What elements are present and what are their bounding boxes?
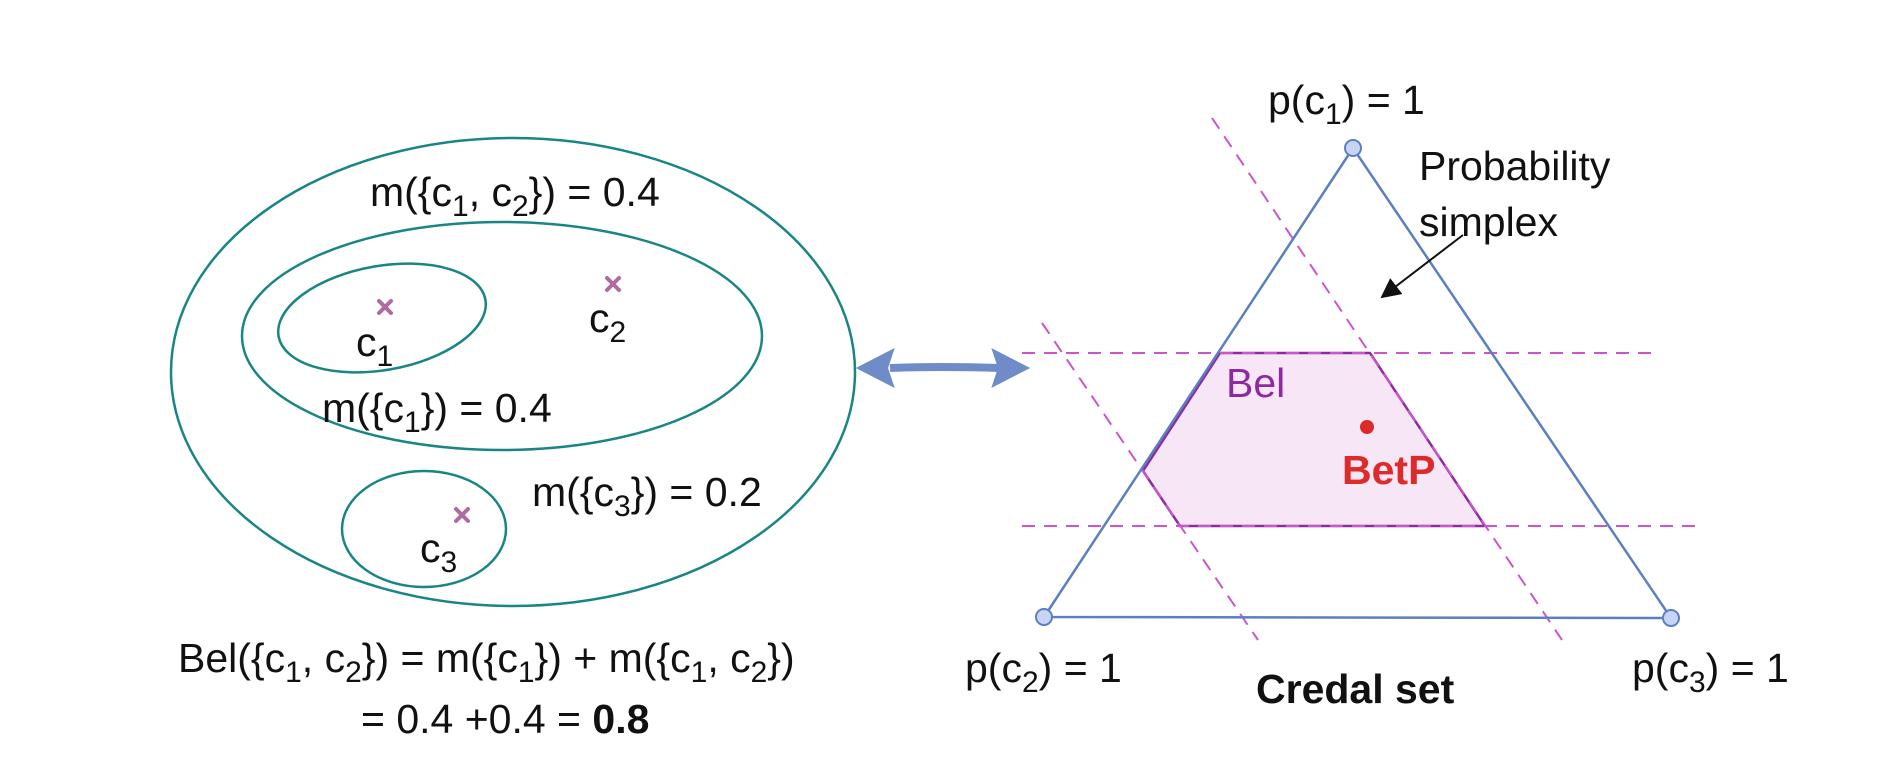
mass-c1-c2-label: m({c1, c2}) = 0.4 xyxy=(370,169,660,223)
credal-set-label: Credal set xyxy=(1256,666,1455,712)
c1-marker xyxy=(377,299,393,315)
betp-point xyxy=(1360,420,1374,434)
vertex-c2-label: p(c2) = 1 xyxy=(965,645,1122,699)
element-c2-label: c2 xyxy=(589,295,627,349)
element-c3-label: c3 xyxy=(420,525,458,579)
focal-set-c3-ellipse xyxy=(340,469,508,589)
probability-simplex-triangle xyxy=(1041,145,1674,620)
vertex-c3 xyxy=(1662,609,1680,627)
focal-set-c1-ellipse xyxy=(276,262,488,374)
focal-set-c1-c2-ellipse xyxy=(240,220,764,452)
c2-marker xyxy=(605,276,621,292)
probability-simplex-label: Probability simplex xyxy=(1419,143,1611,245)
vertex-c3-label: p(c3) = 1 xyxy=(1632,645,1789,699)
constraint-line-right-diagonal xyxy=(1211,117,1563,641)
belief-formula-line1: Bel({c1, c2}) = m({c1}) + m({c1, c2}) xyxy=(178,635,795,689)
constraint-line-left-diagonal xyxy=(1041,322,1259,641)
bidirectional-arrow xyxy=(855,347,1031,389)
simplex-pointer-arrow xyxy=(1380,234,1464,299)
belief-result-value: 0.8 xyxy=(592,696,650,742)
vertex-c1 xyxy=(1344,139,1362,157)
element-c1-label: c1 xyxy=(356,319,394,373)
bel-label: Bel xyxy=(1226,360,1286,406)
vertex-c1-label: p(c1) = 1 xyxy=(1268,77,1425,131)
c3-marker xyxy=(454,507,470,523)
belief-formula-line2: = 0.4 +0.4 = 0.8 xyxy=(361,696,650,742)
credal-set-region xyxy=(1141,351,1488,528)
mass-c3-label: m({c3}) = 0.2 xyxy=(532,469,762,523)
mass-c1-label: m({c1}) = 0.4 xyxy=(322,385,552,439)
betp-label: BetP xyxy=(1342,447,1436,493)
frame-ellipse xyxy=(169,136,857,608)
vertex-c2 xyxy=(1035,608,1053,626)
